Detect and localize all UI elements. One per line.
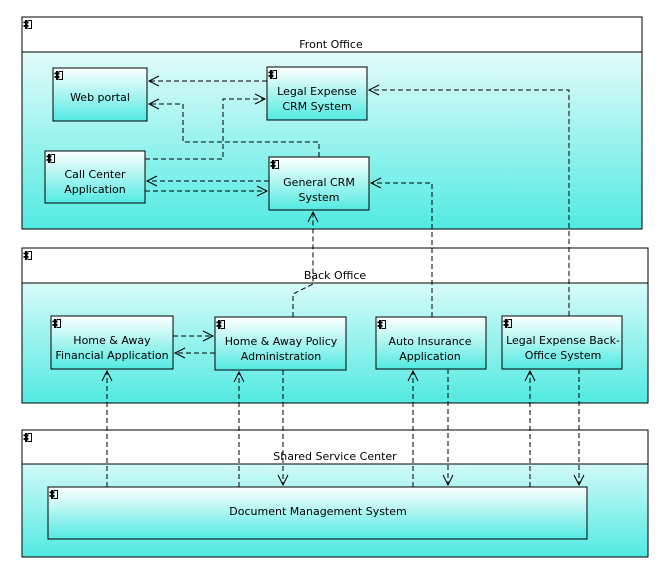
component-label: Document Management System (229, 505, 406, 518)
connector-legal-crm-to-web-portal (147, 75, 267, 87)
component-label-line1: Legal Expense Back- (506, 334, 620, 347)
connector-docmgmt-to-auto-insurance (407, 369, 419, 487)
component-document-management[interactable]: Document Management System (47, 486, 588, 540)
connector-docmgmt-to-legal-backoffice (524, 369, 536, 487)
component-label-line2: Office System (525, 349, 602, 362)
connector-call-center-to-legal-crm (145, 93, 267, 160)
connector-docmgmt-to-financial (101, 369, 113, 487)
component-label-line2: Application (399, 350, 460, 363)
component-label-line2: CRM System (282, 100, 351, 113)
group-label-shared-service-center: Shared Service Center (273, 450, 397, 463)
component-label-line1: Home & Away (73, 334, 151, 347)
connector-general-crm-to-call-center (145, 175, 269, 187)
component-label: Web portal (70, 91, 130, 104)
component-web-portal[interactable]: Web portal (52, 67, 148, 122)
connector-docmgmt-to-policy-admin (233, 370, 245, 487)
connector-policy-admin-to-general-crm (292, 210, 319, 317)
component-label-line2: System (298, 191, 339, 204)
component-home-away-policy[interactable]: Home & Away Policy Administration (214, 316, 347, 371)
component-general-crm[interactable]: General CRM System (268, 156, 370, 211)
component-label-line1: Call Center (64, 168, 126, 181)
component-label-line1: Legal Expense (277, 85, 357, 98)
component-label-line1: Home & Away Policy (225, 335, 338, 348)
connector-legal-backoffice-to-docmgmt (573, 369, 585, 487)
component-label-line2: Application (64, 183, 125, 196)
component-label-line1: Auto Insurance (388, 335, 471, 348)
connector-auto-insurance-to-general-crm (369, 177, 433, 317)
connector-policy-admin-to-docmgmt (277, 370, 289, 487)
component-legal-expense-crm[interactable]: Legal Expense CRM System (266, 66, 368, 121)
connector-policy-admin-to-financial (173, 347, 215, 359)
component-label-line1: General CRM (283, 176, 355, 189)
group-label-back-office: Back Office (304, 269, 367, 282)
connector-general-crm-to-web-portal (147, 98, 320, 157)
component-legal-expense-backoffice[interactable]: Legal Expense Back- Office System (501, 315, 623, 370)
component-label-line2: Administration (241, 350, 322, 363)
component-auto-insurance[interactable]: Auto Insurance Application (375, 316, 487, 370)
connector-call-center-to-general-crm (145, 185, 269, 197)
component-home-away-financial[interactable]: Home & Away Financial Application (50, 315, 174, 370)
component-call-center[interactable]: Call Center Application (44, 150, 146, 204)
connector-financial-to-policy-admin (173, 330, 215, 342)
component-label-line2: Financial Application (55, 349, 168, 362)
connector-auto-insurance-to-docmgmt (442, 369, 454, 487)
group-label-front-office: Front Office (299, 38, 363, 51)
connector-legal-backoffice-to-legal-crm (367, 84, 570, 316)
